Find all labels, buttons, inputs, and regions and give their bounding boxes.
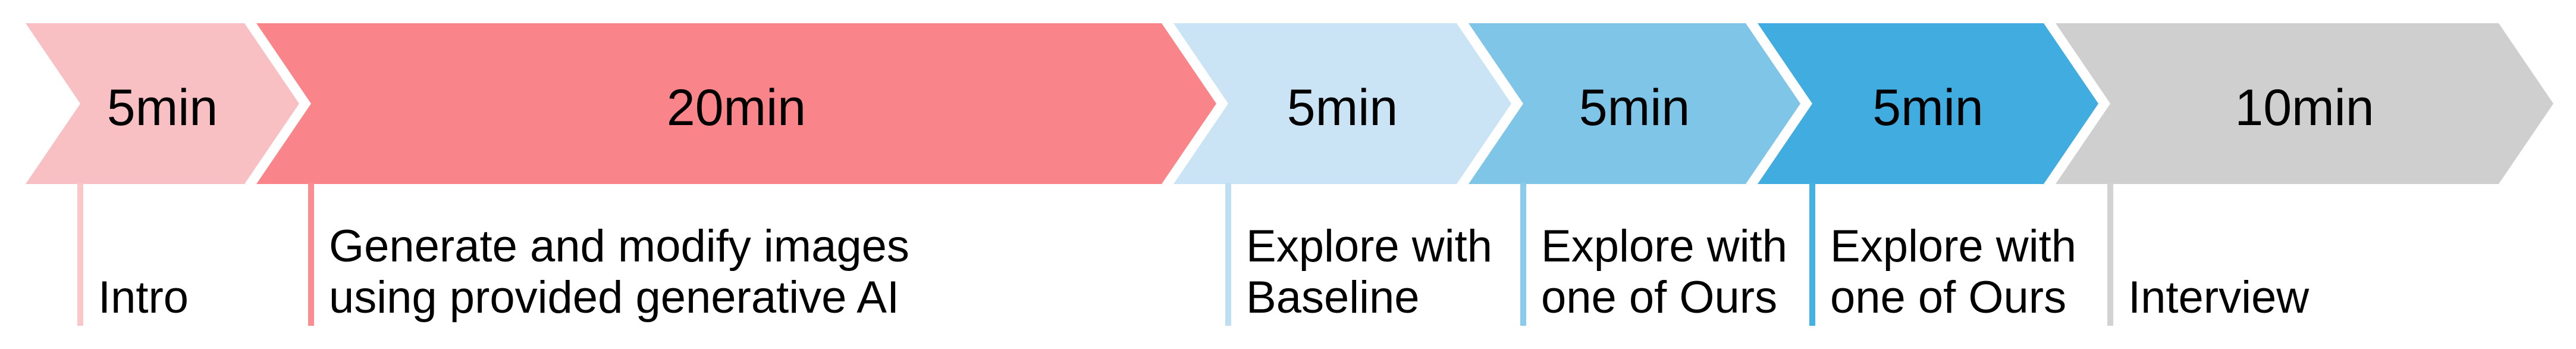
label-intro: Intro bbox=[98, 272, 189, 323]
label-line: Explore with bbox=[1541, 221, 1787, 272]
duration-text: 20min bbox=[666, 79, 807, 136]
label-line: Interview bbox=[2128, 272, 2310, 323]
duration-text: 5min bbox=[1872, 79, 1984, 136]
label-line: one of Ours bbox=[1830, 272, 2067, 323]
label-line: using provided generative AI bbox=[329, 272, 900, 323]
label-generate: Generate and modify images using provide… bbox=[329, 221, 909, 323]
label-line: Generate and modify images bbox=[329, 221, 909, 272]
chevron-segment-explore-ours-2: 5min bbox=[1758, 23, 2098, 184]
tick-generate bbox=[308, 183, 314, 326]
label-explore-ours-1: Explore with one of Ours bbox=[1541, 221, 1787, 323]
chevron-segment-intro: 5min bbox=[26, 23, 299, 184]
chevron-segment-explore-baseline: 5min bbox=[1174, 23, 1511, 184]
tick-explore-ours-2 bbox=[1809, 183, 1815, 326]
label-line: Explore with bbox=[1830, 221, 2076, 272]
tick-interview bbox=[2107, 183, 2113, 326]
chevron-segment-explore-ours-1: 5min bbox=[1469, 23, 1800, 184]
label-line: one of Ours bbox=[1541, 272, 1778, 323]
chevron-segment-generate: 20min bbox=[256, 23, 1216, 184]
chevron-segment-interview: 10min bbox=[2056, 23, 2553, 184]
label-line: Explore with bbox=[1246, 221, 1492, 272]
label-explore-baseline: Explore with Baseline bbox=[1246, 221, 1492, 323]
label-interview: Interview bbox=[2128, 272, 2309, 323]
label-line: Intro bbox=[98, 272, 189, 323]
tick-explore-ours-1 bbox=[1520, 183, 1526, 326]
duration-text: 5min bbox=[1287, 79, 1398, 136]
duration-text: 10min bbox=[2235, 79, 2374, 136]
duration-text: 5min bbox=[106, 79, 218, 136]
duration-text: 5min bbox=[1579, 79, 1690, 136]
label-explore-ours-2: Explore with one of Ours bbox=[1830, 221, 2076, 323]
tick-explore-baseline bbox=[1225, 183, 1231, 326]
tick-intro bbox=[77, 183, 83, 326]
label-line: Baseline bbox=[1246, 272, 1420, 323]
